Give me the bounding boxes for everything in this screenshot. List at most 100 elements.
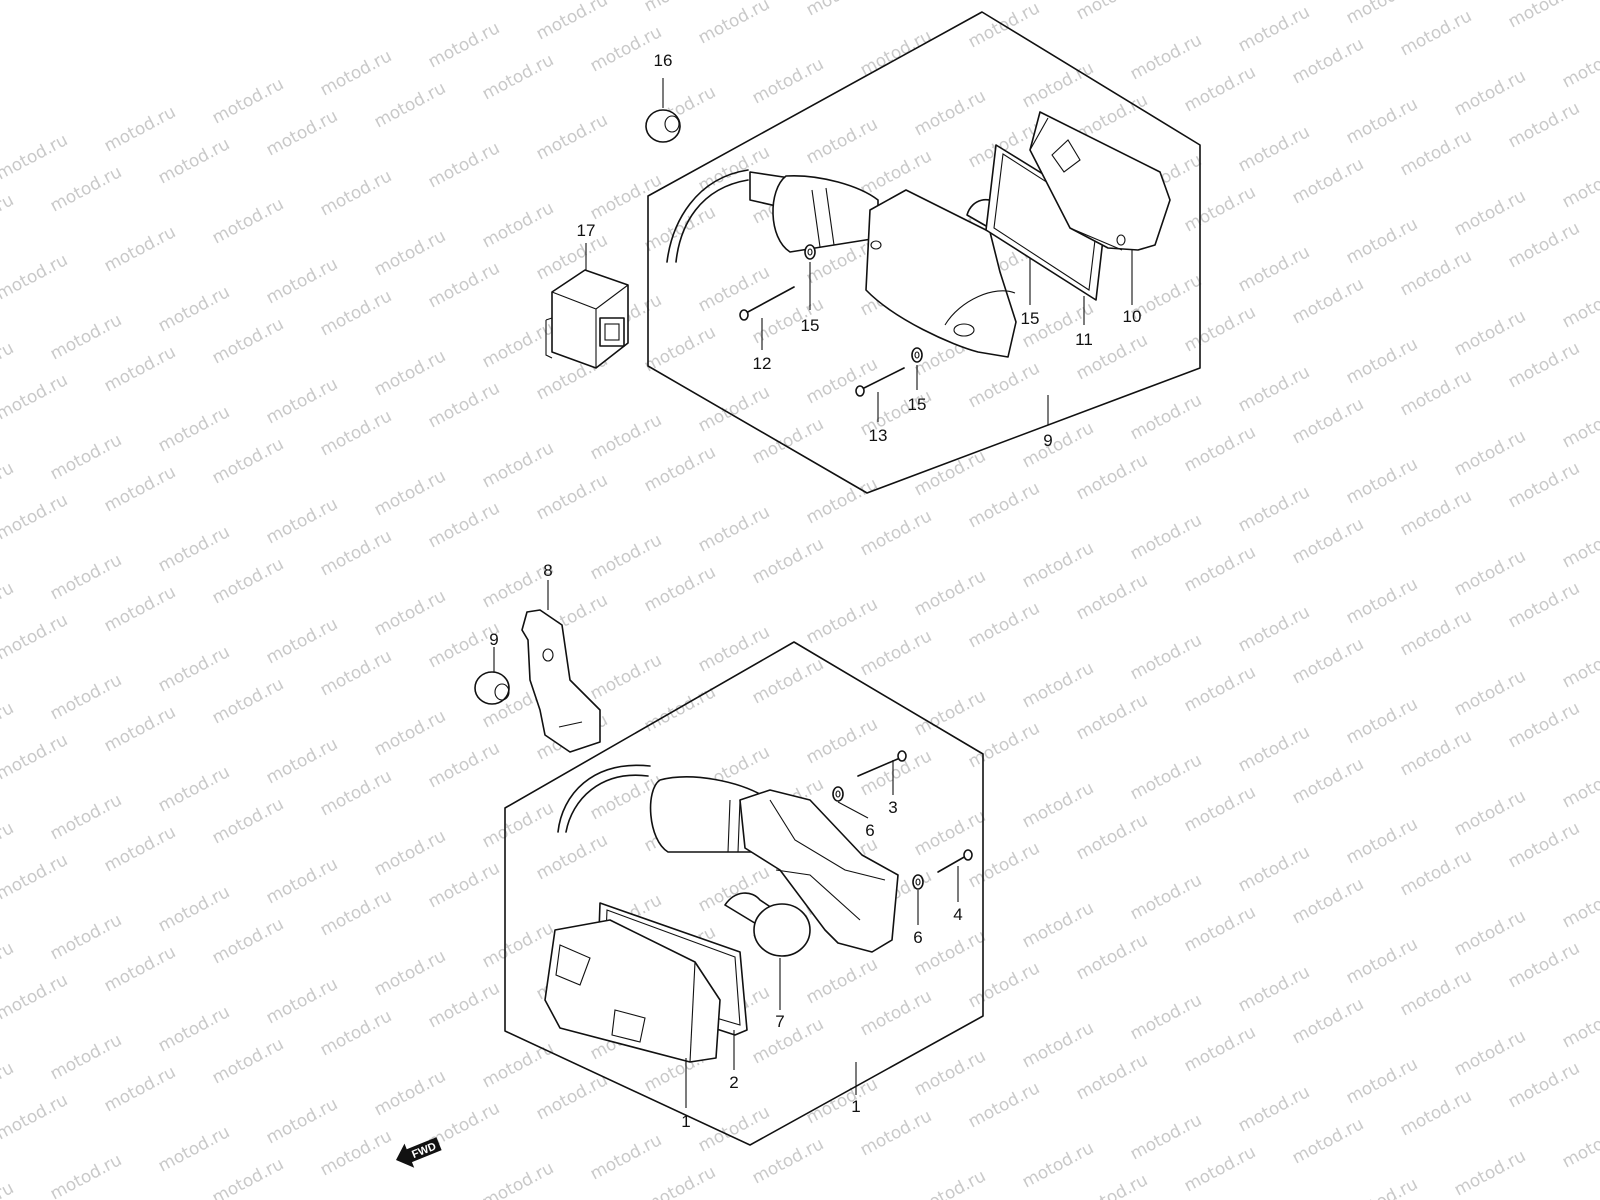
watermark-text: motod.ru [155,762,233,816]
watermark-text: motod.ru [1127,510,1205,564]
watermark-text: motod.ru [317,286,395,340]
watermark-text: motod.ru [47,430,125,484]
watermark-text: motod.ru [1235,1082,1313,1136]
watermark-text: motod.ru [1073,810,1151,864]
watermark-text: motod.ru [1127,30,1205,84]
watermark-text: motod.ru [425,498,503,552]
watermark-text: motod.ru [0,1178,17,1200]
turn-signal-housing-lower [557,764,899,953]
watermark-text: motod.ru [965,478,1043,532]
watermark-text: motod.ru [1505,1058,1583,1112]
watermark-text: motod.ru [425,738,503,792]
watermark-text: motod.ru [1073,570,1151,624]
callout-7: 7 [775,1012,784,1031]
watermark-text: motod.ru [641,682,719,736]
watermark-text: motod.ru [1181,302,1259,356]
watermark-text: motod.ru [209,554,287,608]
watermark-text: motod.ru [1181,1142,1259,1196]
callout-6-a: 6 [865,821,874,840]
watermark-text: motod.ru [425,858,503,912]
watermark-text: motod.ru [263,254,341,308]
watermark-text: motod.ru [1181,62,1259,116]
watermark-text: motod.ru [695,502,773,556]
watermark-text: motod.ru [1559,518,1600,572]
watermark-text: motod.ru [965,1078,1043,1132]
watermark-text: motod.ru [1451,546,1529,600]
watermark-text: motod.ru [803,114,881,168]
watermark-text: motod.ru [0,610,71,664]
watermark-text: motod.ru [1181,902,1259,956]
watermark-text: motod.ru [209,194,287,248]
watermark-text: motod.ru [155,402,233,456]
watermark-text: motod.ru [371,826,449,880]
watermark-text: motod.ru [1019,1018,1097,1072]
watermark-text: motod.ru [1397,846,1475,900]
watermark-text: motod.ru [857,986,935,1040]
watermark-text: motod.ru [1505,218,1583,272]
watermark-text: motod.ru [155,1002,233,1056]
watermark-text: motod.ru [263,974,341,1028]
watermark-text: motod.ru [1289,754,1367,808]
watermark-text: motod.ru [101,942,179,996]
watermark-text: motod.ru [533,110,611,164]
watermark-text: motod.ru [209,794,287,848]
watermark-text: motod.ru [1343,334,1421,388]
watermark-text: motod.ru [317,646,395,700]
watermark-text: motod.ru [47,910,125,964]
watermark-text: motod.ru [101,582,179,636]
watermark-text: motod.ru [209,914,287,968]
watermark-text: motod.ru [1019,538,1097,592]
watermark-text: motod.ru [0,698,17,752]
watermark-text: motod.ru [1397,6,1475,60]
watermark-text: motod.ru [317,886,395,940]
callout-labels: 16 17 15 11 10 9 15 12 15 13 8 9 3 6 4 6… [489,51,1141,1131]
watermark-text: motod.ru [533,0,611,44]
watermark-text: motod.ru [1289,274,1367,328]
watermark-text: motod.ru [371,706,449,760]
watermark-text: motod.ru [1343,814,1421,868]
watermark-text: motod.ru [1235,722,1313,776]
watermark-text: motod.ru [587,410,665,464]
watermark-text: motod.ru [209,1154,287,1200]
watermark-text: motod.ru [857,746,935,800]
watermark-text: motod.ru [1397,1086,1475,1140]
watermark-text: motod.ru [1343,694,1421,748]
watermark-text: motod.ru [1505,0,1583,32]
watermark-text: motod.ru [0,130,71,184]
watermark-text: motod.ru [155,882,233,936]
watermark-text: motod.ru [1397,366,1475,420]
watermark-text: motod.ru [263,1094,341,1148]
watermark-text: motod.ru [101,822,179,876]
watermark-text: motod.ru [695,0,773,48]
watermark-text: motod.ru [1397,606,1475,660]
watermark-text: motod.ru [263,106,341,160]
watermark-text: motod.ru [47,670,125,724]
watermark-text: motod.ru [0,250,71,304]
nut-6-a [832,786,844,802]
watermark-text: motod.ru [911,1166,989,1200]
watermark-text: motod.ru [695,622,773,676]
watermark-text: motod.ru [749,414,827,468]
watermark-text: motod.ru [1289,994,1367,1048]
watermark-text: motod.ru [47,1150,125,1200]
watermark-text: motod.ru [803,0,881,20]
watermark-text: motod.ru [1019,1138,1097,1192]
callout-5: 4 [953,905,962,924]
screw-14 [855,367,905,397]
watermark-text: motod.ru [587,530,665,584]
watermark-text: motod.ru [1181,782,1259,836]
watermark-text: motod.ru [479,198,557,252]
watermark-text: motod.ru [1451,1026,1529,1080]
watermark-text: motod.ru [1289,634,1367,688]
watermark-text: motod.ru [1397,246,1475,300]
watermark-text: motod.ru [857,626,935,680]
watermark-text: motod.ru [371,946,449,1000]
watermark-text: motod.ru [209,674,287,728]
watermark-text: motod.ru [1289,874,1367,928]
lens-11 [1029,111,1171,251]
watermark-text: motod.ru [1073,1170,1151,1200]
watermark-text: motod.ru [965,358,1043,412]
callout-16: 15 [1021,309,1040,328]
watermark-text: motod.ru [641,202,719,256]
